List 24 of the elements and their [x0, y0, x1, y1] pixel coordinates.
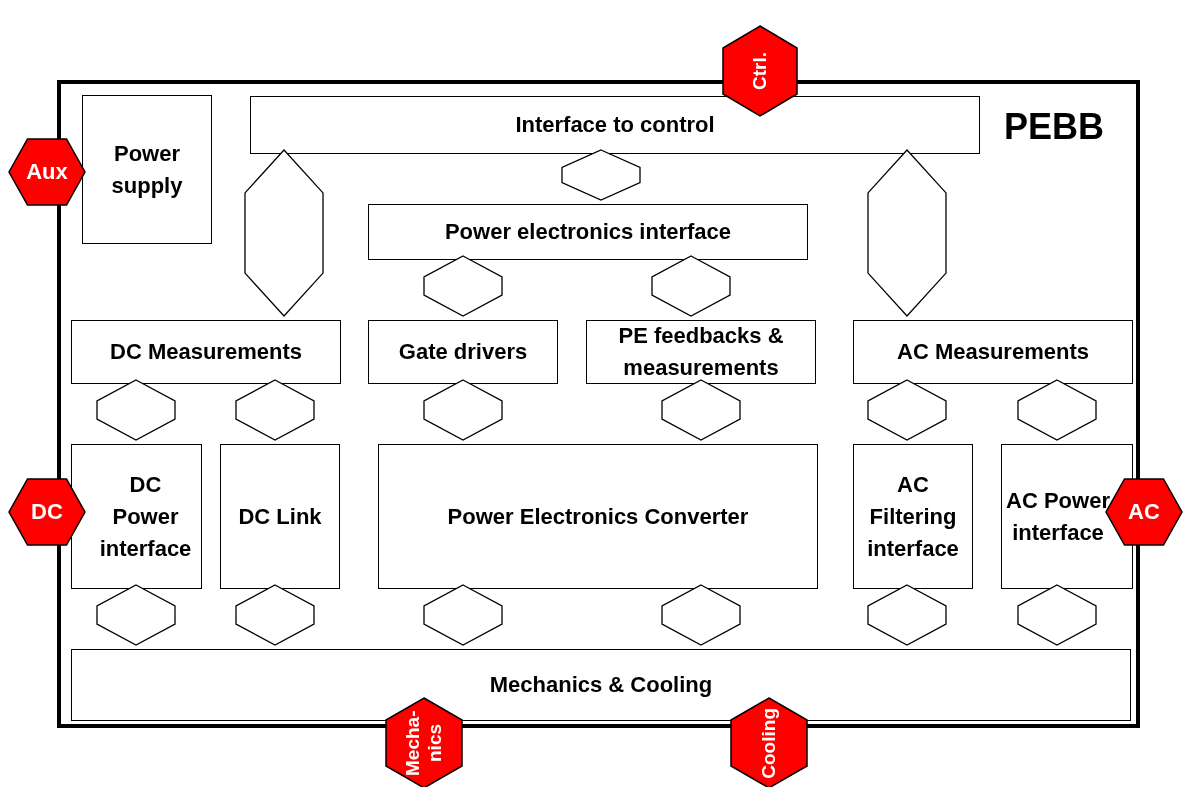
- interface-hexagon: [423, 255, 503, 317]
- port-hexagon: Ctrl.: [722, 25, 798, 117]
- interface-hexagon: [423, 584, 503, 646]
- interface-hexagon: [651, 255, 731, 317]
- interface-hexagon: [235, 584, 315, 646]
- block-box: Power supply: [82, 95, 212, 244]
- interface-hexagon: [661, 379, 741, 441]
- port-hexagon: DC: [8, 478, 86, 546]
- interface-hexagon: [661, 584, 741, 646]
- module-title: PEBB: [1003, 106, 1104, 148]
- interface-hexagon: [1017, 379, 1097, 441]
- interface-hexagon: [96, 379, 176, 441]
- interface-hexagon: [244, 149, 324, 317]
- interface-hexagon: [423, 379, 503, 441]
- port-hexagon: Mecha-nics: [385, 697, 463, 787]
- interface-hexagon: [235, 379, 315, 441]
- interface-hexagon: [1017, 584, 1097, 646]
- interface-hexagon: [867, 379, 947, 441]
- port-hexagon: Aux: [8, 138, 86, 206]
- port-hexagon: Cooling: [730, 697, 808, 787]
- interface-hexagon: [867, 149, 947, 317]
- interface-hexagon: [867, 584, 947, 646]
- interface-hexagon: [96, 584, 176, 646]
- interface-hexagon: [561, 149, 641, 201]
